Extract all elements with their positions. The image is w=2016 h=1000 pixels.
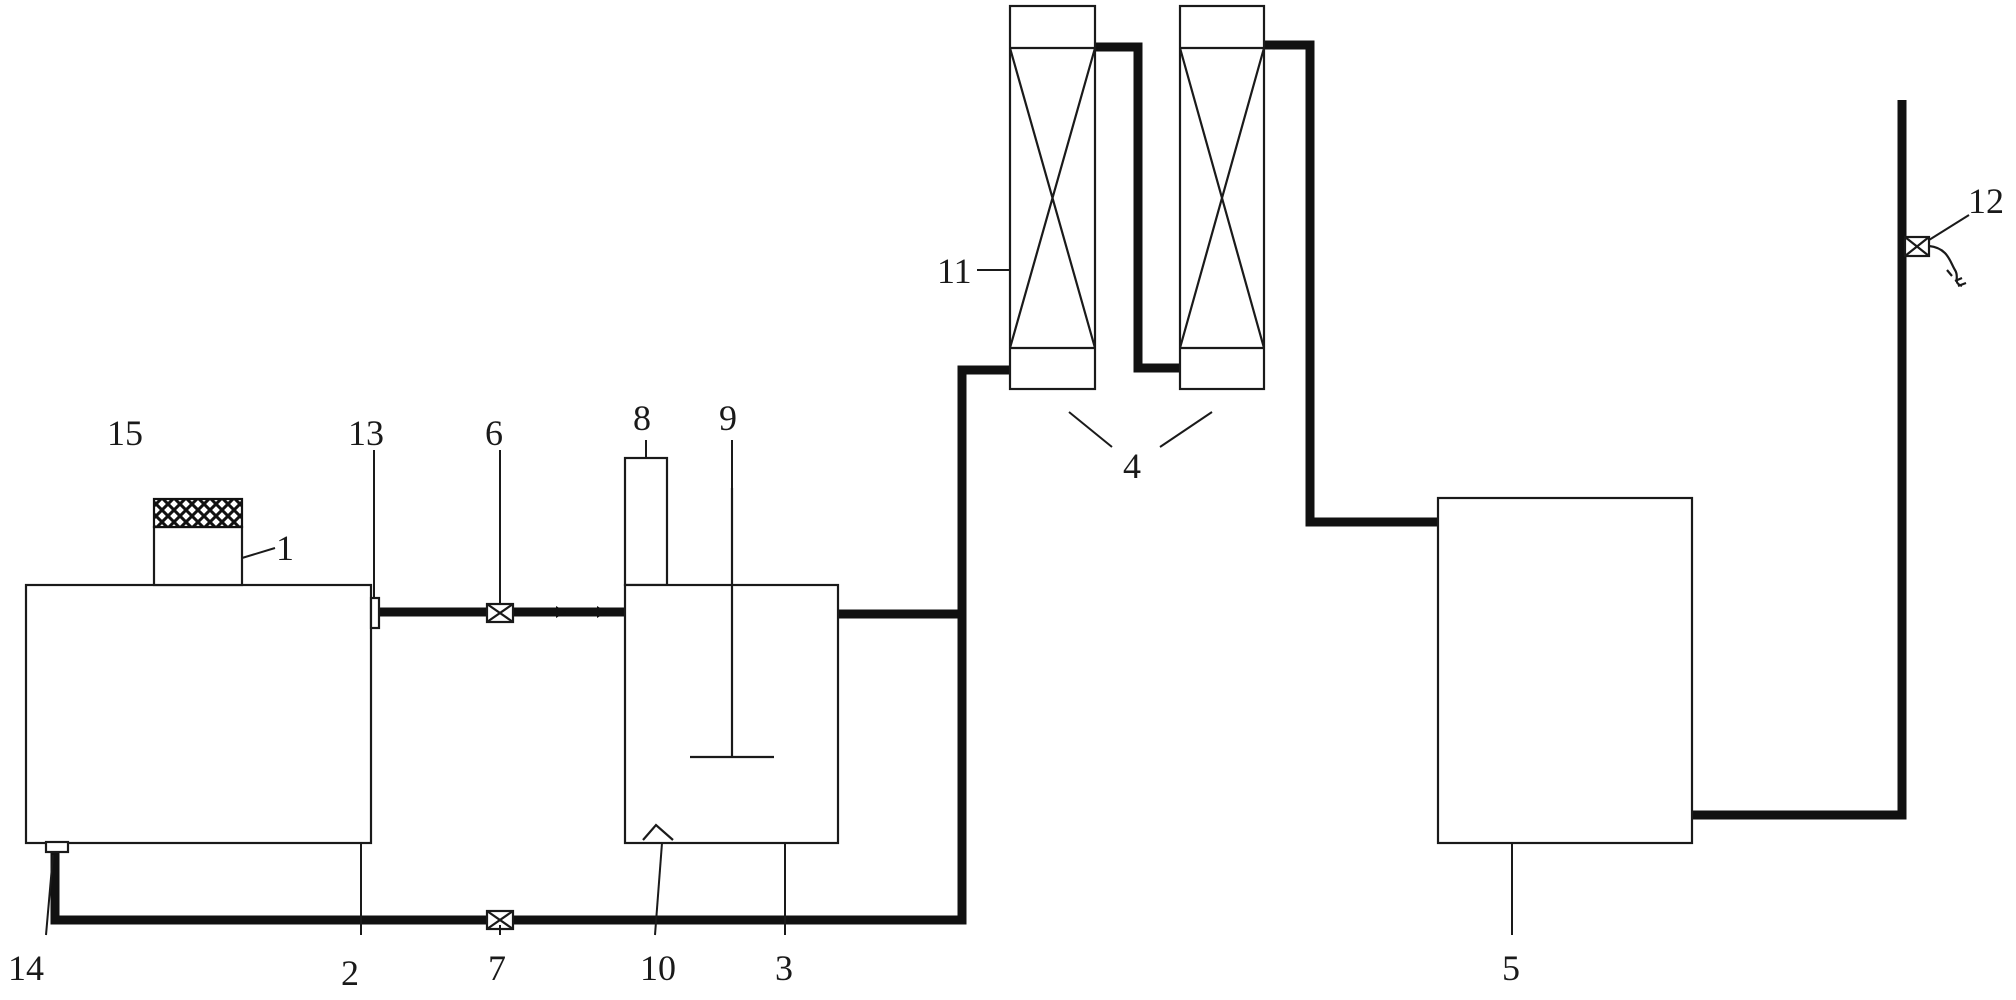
- flow-arrow-2: [597, 606, 607, 618]
- vessel-3: [623, 456, 840, 845]
- pipe-column-a-to-column-b: [1095, 42, 1180, 373]
- pipe-unit-5-outlet: [1692, 100, 1907, 820]
- pipes: [50, 40, 1907, 925]
- label-8: 8: [633, 398, 651, 438]
- label-15: 15: [107, 413, 143, 453]
- column-b: [1178, 4, 1266, 391]
- column-a: [1008, 4, 1097, 391]
- label-13: 13: [348, 413, 384, 453]
- flow-arrow-1: [556, 606, 566, 618]
- label-4: 4: [1123, 446, 1141, 486]
- label-5: 5: [1502, 948, 1520, 988]
- pipe-column-b-to-unit-5: [1264, 40, 1438, 527]
- drain-fitting-14: [44, 840, 70, 854]
- leader-lines: [45, 214, 1970, 936]
- label-3: 3: [775, 948, 793, 988]
- fitting-13: [369, 596, 381, 630]
- label-6: 6: [485, 413, 503, 453]
- label-10: 10: [640, 948, 676, 988]
- unit-5: [1436, 496, 1694, 845]
- valve-6: [485, 602, 515, 624]
- pipe-riser-to-column-a: [957, 365, 1010, 612]
- label-2: 2: [341, 953, 359, 993]
- labels: 15 13 1 6 8 9 11 4 12 14 2 7 10 3 5: [8, 181, 2004, 993]
- label-7: 7: [488, 948, 506, 988]
- label-14: 14: [8, 948, 44, 988]
- label-9: 9: [719, 398, 737, 438]
- stirrer-9: [690, 488, 774, 759]
- label-1: 1: [276, 528, 294, 568]
- inlet-neck-1: [152, 525, 244, 587]
- label-12: 12: [1968, 181, 2004, 221]
- label-11: 11: [937, 251, 972, 291]
- tank-2: [24, 497, 381, 854]
- diffuser-10: [642, 823, 674, 841]
- tap-12: [1903, 235, 1967, 288]
- tank-body: [24, 583, 373, 845]
- cover-15: [152, 497, 244, 529]
- vent-stack-8: [623, 456, 669, 587]
